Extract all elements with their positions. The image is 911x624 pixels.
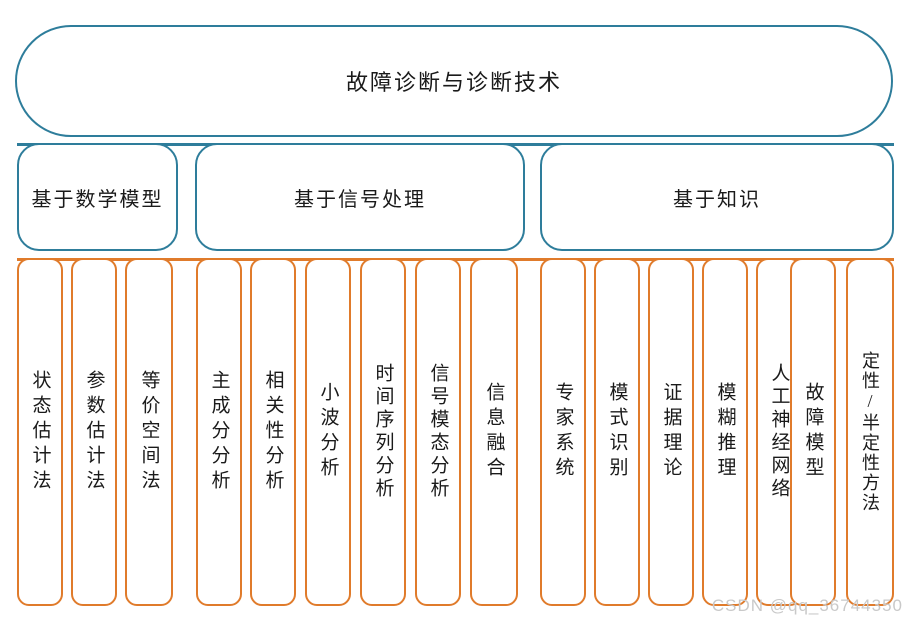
- leaf-node-parity-space[interactable]: 等价空间法: [125, 258, 173, 606]
- leaf-node-label: 参数估计法: [83, 369, 105, 495]
- leaf-node-label: 模糊推理: [714, 382, 736, 482]
- leaf-node-label: 故障模型: [802, 382, 824, 482]
- leaf-node-label: 人工神经网络: [768, 363, 790, 501]
- branch-node-label: 基于信号处理: [294, 188, 426, 211]
- leaf-node-expert-system[interactable]: 专家系统: [540, 258, 586, 606]
- root-node-label: 故障诊断与诊断技术: [345, 70, 562, 95]
- branch-node-label: 基于数学模型: [31, 188, 164, 211]
- leaf-node-label: 主成分分析: [208, 369, 230, 495]
- leaf-node-label: 等价空间法: [138, 369, 160, 495]
- leaf-node-fault-model[interactable]: 故障模型: [790, 258, 836, 606]
- leaf-node-parameter-estimation[interactable]: 参数估计法: [71, 258, 117, 606]
- leaf-node-information-fusion[interactable]: 信息融合: [470, 258, 518, 606]
- leaf-node-signal-modal-analysis[interactable]: 信号模态分析: [415, 258, 461, 606]
- leaf-node-correlation-analysis[interactable]: 相关性分析: [250, 258, 296, 606]
- leaf-node-pattern-recognition[interactable]: 模式识别: [594, 258, 640, 606]
- leaf-node-evidence-theory[interactable]: 证据理论: [648, 258, 694, 606]
- leaf-node-label: 信息融合: [483, 382, 505, 482]
- leaf-node-qualitative-semiqualitative[interactable]: 定性/半定性方法: [846, 258, 894, 606]
- leaf-node-pca[interactable]: 主成分分析: [196, 258, 242, 606]
- leaf-node-state-estimation[interactable]: 状态估计法: [17, 258, 63, 606]
- leaf-node-label: 小波分析: [317, 382, 339, 482]
- branch-node-knowledge[interactable]: 基于知识: [540, 143, 894, 251]
- leaf-node-label: 模式识别: [606, 382, 628, 482]
- branch-node-signal-processing[interactable]: 基于信号处理: [195, 143, 525, 251]
- root-node[interactable]: 故障诊断与诊断技术: [15, 25, 893, 137]
- branch-node-label: 基于知识: [673, 188, 761, 211]
- leaf-node-wavelet-analysis[interactable]: 小波分析: [305, 258, 351, 606]
- leaf-node-label: 信号模态分析: [427, 363, 449, 501]
- leaf-node-fuzzy-reasoning[interactable]: 模糊推理: [702, 258, 748, 606]
- leaf-node-label: 相关性分析: [262, 369, 284, 495]
- branch-node-math-model[interactable]: 基于数学模型: [17, 143, 178, 251]
- leaf-node-label: 专家系统: [552, 382, 574, 482]
- leaf-node-label: 状态估计法: [29, 369, 51, 495]
- leaf-node-time-series-analysis[interactable]: 时间序列分析: [360, 258, 406, 606]
- leaf-node-label: 证据理论: [660, 382, 682, 482]
- leaf-node-label: 时间序列分析: [372, 363, 394, 501]
- leaf-node-label: 定性/半定性方法: [860, 351, 880, 513]
